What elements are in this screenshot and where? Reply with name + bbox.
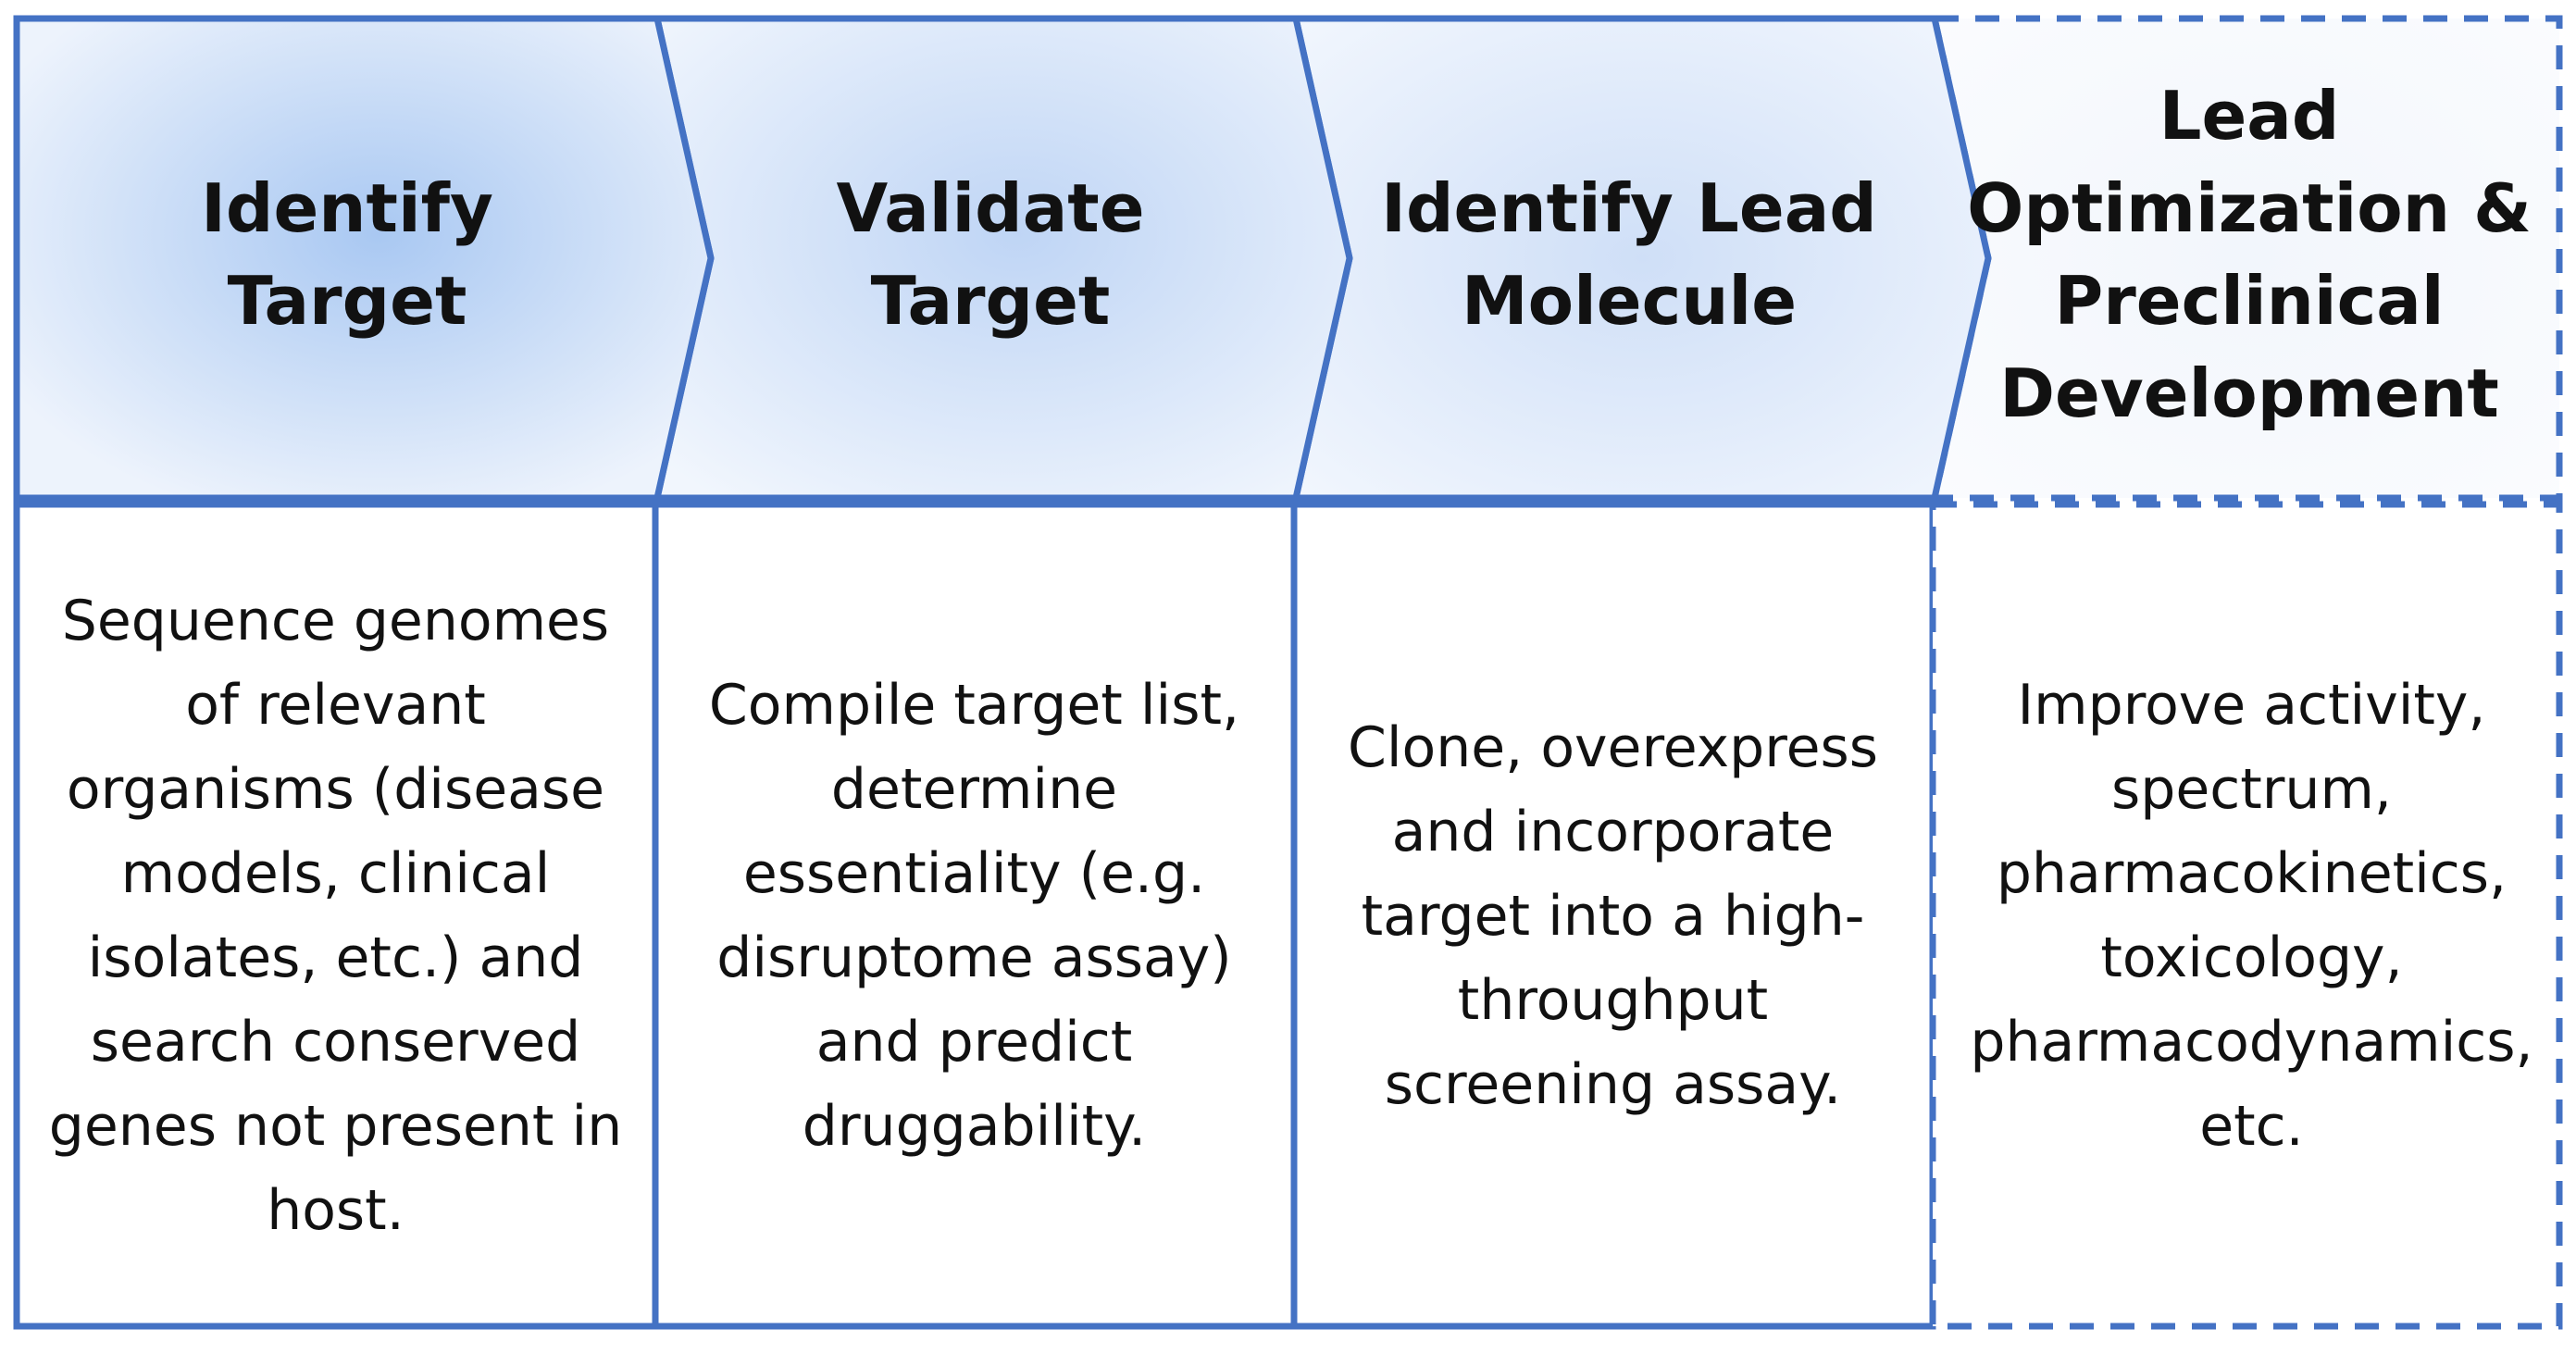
text-line: etc. <box>2199 1094 2304 1159</box>
text-line: Validate <box>836 169 1145 247</box>
text-line: and incorporate <box>1391 799 1835 864</box>
text-line: organisms (disease <box>66 757 605 822</box>
text-line: Improve activity, <box>2017 673 2486 738</box>
text-line: Preclinical <box>2054 262 2445 340</box>
text-line: Molecule <box>1461 262 1798 340</box>
text-line: essentiality (e.g. <box>742 841 1206 906</box>
text-line: Lead <box>2159 77 2340 155</box>
text-lines: Compile target list, determine essentialit… <box>709 664 1239 1169</box>
text-line: Clone, overexpress <box>1347 714 1879 780</box>
text-line: pharmacodynamics, <box>1970 1010 2533 1075</box>
text-line: target into a high- <box>1361 883 1865 949</box>
text-line: genes not present in <box>48 1094 623 1159</box>
text-line: Sequence genomes <box>61 589 610 653</box>
text-line: toxicology, <box>2100 925 2403 990</box>
text-line: host. <box>267 1178 404 1243</box>
text-line: spectrum, <box>2110 757 2392 822</box>
text-line: disruptome assay) <box>716 925 1232 990</box>
text-line: Optimization & <box>1967 169 2532 247</box>
text-lines: Sequence genomes of relevant organisms (di… <box>49 579 622 1253</box>
stage-description-identify-lead-molecule: Clone, overexpress and incorporate target … <box>1305 509 1921 1323</box>
text-line: Compile target list, <box>708 673 1240 738</box>
text-line: throughput <box>1457 967 1769 1033</box>
text-line: determine <box>830 757 1118 822</box>
description-box-validate-target <box>652 501 1298 1330</box>
text-line: of relevant <box>185 673 486 738</box>
description-box-identify-lead-molecule <box>1290 501 1936 1330</box>
text-line: druggability. <box>802 1094 1147 1159</box>
text-line: and predict <box>815 1010 1133 1075</box>
text-line: search conserved <box>90 1010 581 1075</box>
text-line: Development <box>1999 354 2499 432</box>
text-lines: Clone, overexpress and incorporate target … <box>1348 706 1878 1127</box>
text-line: Target <box>227 262 467 340</box>
text-line: isolates, etc.) and <box>87 925 584 990</box>
text-line: Target <box>870 262 1111 340</box>
text-line: pharmacokinetics, <box>1996 841 2508 906</box>
stage-description-identify-target: Sequence genomes of relevant organisms (di… <box>28 509 643 1323</box>
text-line: Identify <box>201 169 493 247</box>
text-lines: Improve activity, spectrum, pharmacokineti… <box>1970 664 2532 1169</box>
stage-description-validate-target: Compile target list, determine essentialit… <box>666 509 1282 1323</box>
stage-description-lead-optimization: Improve activity, spectrum, pharmacokineti… <box>1944 509 2559 1323</box>
chevron-identify-target <box>13 15 715 502</box>
text-line: screening assay. <box>1384 1051 1842 1117</box>
text-line: models, clinical <box>120 841 551 906</box>
text-line: Identify Lead <box>1381 169 1877 247</box>
description-box-lead-optimization <box>1929 501 2563 1330</box>
